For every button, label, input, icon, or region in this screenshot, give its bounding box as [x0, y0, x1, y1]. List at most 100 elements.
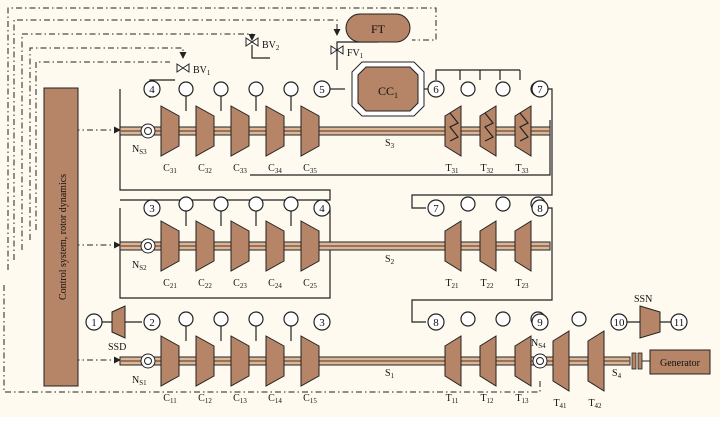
compressor-label-c34: C34 [268, 163, 282, 175]
compressor-label-c35: C35 [303, 163, 317, 175]
power-turbine-t42 [587, 330, 605, 392]
cooling-coil [519, 112, 529, 142]
turbine-label-t32: T32 [480, 163, 494, 175]
station-node-7 [427, 199, 445, 217]
turbine-t21 [444, 220, 462, 272]
station-node-8 [531, 199, 549, 217]
generator: Generator [649, 349, 711, 375]
generator-label: Generator [660, 358, 701, 369]
speed-sensor-s3: NS3 [132, 123, 156, 156]
stage-node [495, 311, 511, 327]
bleed-valve-1: BV1 [176, 63, 211, 77]
station-node-label-3: 3 [319, 317, 325, 329]
fuel-valve-1-label: FV1 [347, 48, 364, 60]
station-node-label-3: 3 [149, 203, 155, 215]
stage-node [248, 196, 264, 212]
power-turbine-label-t41: T41 [553, 398, 567, 410]
compressor-c31 [160, 105, 180, 157]
speed-label-s2: NS2 [132, 260, 147, 272]
stage-node [495, 196, 511, 212]
compressor-label-c31: C31 [163, 163, 177, 175]
station-node-4 [143, 80, 161, 98]
compressor-label-c11: C11 [163, 393, 177, 405]
speed-sensors: NS3 NS2 NS1 NS4 [132, 123, 548, 387]
shaft-label-s2: S2 [385, 254, 395, 266]
compressor-c25 [300, 220, 320, 272]
speed-label-s3: NS3 [132, 144, 147, 156]
station-node-5 [313, 80, 331, 98]
speed-sensor-s1: NS1 [132, 353, 156, 387]
station-node-label-4: 4 [319, 203, 325, 215]
station-node-label-7: 7 [433, 203, 439, 215]
turbine-label-t21: T21 [445, 278, 459, 290]
station-node-label-4: 4 [149, 84, 155, 96]
fuel-tank-label: FT [371, 22, 386, 36]
shaft-label-s1: S1 [385, 368, 395, 380]
turbine-t12 [479, 335, 497, 387]
bleed-valve-2-label: BV2 [262, 40, 280, 52]
station-node-1 [85, 313, 103, 331]
stage-node [248, 311, 264, 327]
stage-node [213, 81, 229, 97]
combustion-chamber-label: CC1 [378, 84, 398, 100]
turbine-t11 [444, 335, 462, 387]
compressor-c11 [160, 335, 180, 387]
turbine-label-t31: T31 [445, 163, 459, 175]
fuel-tank: FT [345, 13, 411, 43]
station-node-7 [531, 80, 549, 98]
compressor-c14 [265, 335, 285, 387]
compressor-label-c33: C33 [233, 163, 247, 175]
compressor-c24 [265, 220, 285, 272]
stage-node [460, 196, 476, 212]
compressor-c34 [265, 105, 285, 157]
control-system-label: Control system, rotor dynamics [58, 174, 69, 300]
station-node-label-7: 7 [537, 84, 543, 96]
bleed-valve-1-label: BV1 [193, 65, 211, 77]
stage-node [571, 311, 587, 327]
power-turbine-t41 [552, 330, 570, 392]
station-node-8 [427, 313, 445, 331]
compressor-label-c24: C24 [268, 278, 282, 290]
station-node-label-8: 8 [537, 203, 543, 215]
shaft-label-s3: S3 [385, 138, 395, 150]
stage-node [178, 81, 194, 97]
compressor-c15 [300, 335, 320, 387]
valves: BV2 BV1 FV1 [176, 37, 364, 77]
bleed-valve-2: BV2 [245, 37, 280, 52]
turbine-label-t13: T13 [515, 393, 529, 405]
turbine-label-t33: T33 [515, 163, 529, 175]
stage-node [178, 196, 194, 212]
stage-node [213, 196, 229, 212]
stage-node [495, 81, 511, 97]
turbine-t13 [514, 335, 532, 387]
station-node-label-2: 2 [149, 317, 155, 329]
station-node-label-9: 9 [537, 317, 543, 329]
compressor-c23 [230, 220, 250, 272]
station-node-6 [427, 80, 445, 98]
compressor-c22 [195, 220, 215, 272]
ssd-label: SSD [108, 342, 126, 353]
turbine-label-t22: T22 [480, 278, 494, 290]
compressor-c33 [230, 105, 250, 157]
compressor-label-c12: C12 [198, 393, 212, 405]
station-node-3 [143, 199, 161, 217]
stage-node [248, 81, 264, 97]
compressor-c13 [230, 335, 250, 387]
turbine-label-t11: T11 [446, 393, 459, 405]
turbine-t23 [514, 220, 532, 272]
power-turbine-label-t42: T42 [588, 398, 602, 410]
shaft-label-s4: S4 [612, 368, 622, 380]
ssn-label: SSN [634, 294, 652, 305]
combustion-chamber: CC1 [351, 61, 425, 117]
compressor-c21 [160, 220, 180, 272]
speed-sensor-s2: NS2 [132, 238, 156, 272]
compressor-label-c32: C32 [198, 163, 212, 175]
station-node-2 [143, 313, 161, 331]
speed-sensor-s4: NS4 [531, 338, 548, 369]
station-node-3 [313, 313, 331, 331]
compressor-label-c23: C23 [233, 278, 247, 290]
